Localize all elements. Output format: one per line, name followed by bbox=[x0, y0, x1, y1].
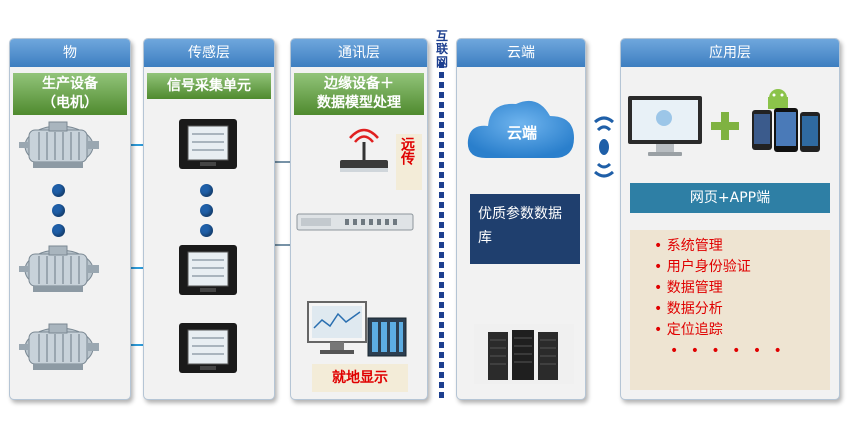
edge-gateway-icon bbox=[296, 213, 414, 231]
physical-subtitle-line2: （电机） bbox=[42, 95, 98, 111]
ellipsis-dot-icon bbox=[200, 224, 213, 237]
app-feature-label: 用户身份验证 bbox=[666, 259, 751, 275]
comm-column-subtitle: 边缘设备＋ 数据模型处理 bbox=[294, 73, 424, 115]
physical-column-title: 物 bbox=[10, 39, 130, 67]
app-feature-item: • 系统管理 bbox=[654, 238, 723, 254]
comm-subtitle-line2: 数据模型处理 bbox=[317, 95, 401, 111]
power-meter-icon bbox=[179, 323, 237, 373]
app-feature-item: • 用户身份验证 bbox=[654, 259, 751, 275]
sensing-column-title: 传感层 bbox=[144, 39, 274, 67]
physical-subtitle-line1: 生产设备 bbox=[42, 76, 98, 92]
plus-icon bbox=[711, 112, 739, 140]
local-display-workstation-icon bbox=[307, 301, 407, 357]
app-feature-label: 数据分析 bbox=[666, 301, 723, 317]
app-features-box: • 系统管理 • 用户身份验证 • 数据管理 • 数据分析 • 定位追踪 • •… bbox=[630, 230, 830, 390]
server-rack-icon bbox=[474, 324, 574, 384]
ellipsis-dot-icon bbox=[52, 204, 65, 217]
cloud-icon bbox=[467, 100, 574, 158]
wireless-signal-icon bbox=[594, 116, 614, 178]
motor-icon bbox=[19, 323, 99, 370]
cloud-label: 云端 bbox=[506, 124, 537, 142]
app-feature-item: • 定位追踪 bbox=[654, 322, 723, 338]
motor-icon bbox=[19, 245, 99, 292]
power-meter-icon bbox=[179, 119, 237, 169]
local-display-label: 就地显示 bbox=[312, 364, 408, 392]
comm-column-title: 通讯层 bbox=[291, 39, 427, 67]
comm-subtitle-line1: 边缘设备＋ bbox=[324, 76, 394, 92]
cloud-column-title: 云端 bbox=[457, 39, 585, 67]
app-feature-label: 系统管理 bbox=[666, 238, 723, 254]
internet-separator-line bbox=[439, 62, 444, 402]
sensing-column-subtitle: 信号采集单元 bbox=[147, 73, 271, 99]
power-meter-icon bbox=[179, 245, 237, 295]
mobile-app-icon bbox=[752, 89, 820, 152]
ellipsis-dot-icon bbox=[52, 224, 65, 237]
remote-transmit-label: 远传 bbox=[396, 134, 422, 190]
desktop-monitor-icon bbox=[628, 96, 702, 156]
web-app-client-label: 网页+APP端 bbox=[630, 183, 830, 213]
motor-icon bbox=[19, 121, 99, 168]
app-column-title: 应用层 bbox=[621, 39, 839, 67]
app-feature-label: 数据管理 bbox=[666, 280, 723, 296]
internet-separator-label: 互联网 bbox=[435, 29, 448, 69]
app-feature-label: 定位追踪 bbox=[666, 322, 723, 338]
app-features-list: • 系统管理 • 用户身份验证 • 数据管理 • 数据分析 • 定位追踪 • •… bbox=[654, 236, 830, 362]
app-feature-item: • 数据管理 bbox=[654, 280, 723, 296]
app-feature-item: • 数据分析 bbox=[654, 301, 723, 317]
app-feature-more: • • • • • • bbox=[670, 343, 786, 359]
ellipsis-dot-icon bbox=[200, 184, 213, 197]
physical-column-subtitle: 生产设备 （电机） bbox=[13, 73, 127, 115]
ellipsis-dot-icon bbox=[52, 184, 65, 197]
ellipsis-dot-icon bbox=[200, 204, 213, 217]
wireless-router-icon bbox=[340, 128, 388, 172]
quality-parameter-database-box: 优质参数数据库 bbox=[470, 194, 580, 264]
